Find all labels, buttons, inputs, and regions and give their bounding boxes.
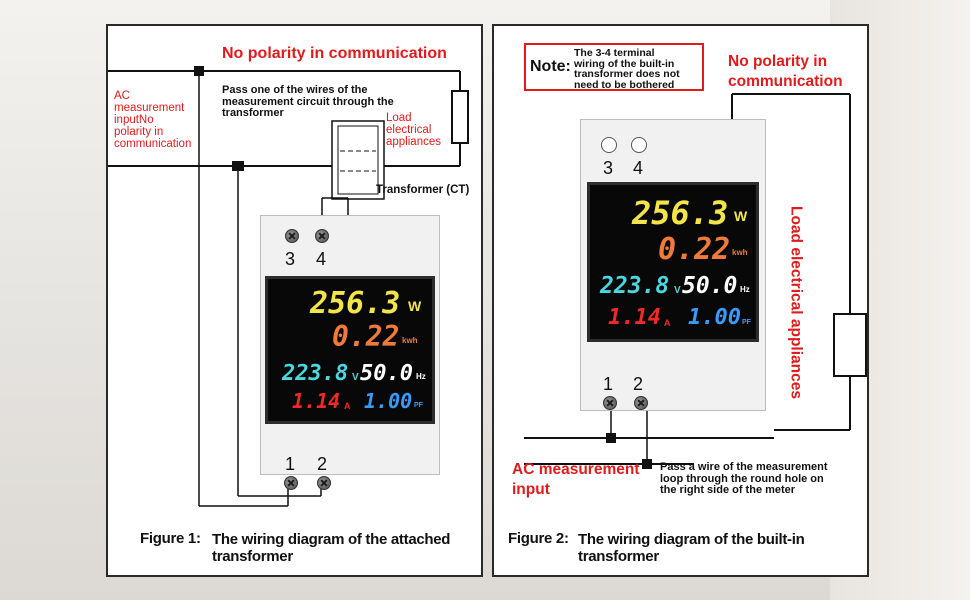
fig2-load-label: Load electrical appliances <box>787 206 805 399</box>
fig2-pass-wire-note: Pass a wire of the measurement loop thro… <box>660 461 828 497</box>
fig2-frequency-value: 50.0 <box>682 273 738 299</box>
fig2-junction-top <box>606 433 616 443</box>
fig1-ac-line-3: inputNo <box>114 114 154 126</box>
terminal-3-hole <box>601 137 617 153</box>
fig1-pass-line-3: transformer <box>222 107 284 119</box>
fig2-note-line-3: transformer does not <box>574 68 680 80</box>
fig2-title-line-2: communication <box>728 73 843 90</box>
fig1-transformer-label: Transformer (CT) <box>376 184 470 196</box>
voltage-value: 223.8 <box>282 361 349 386</box>
fig1-load-line-1: Load <box>386 112 412 124</box>
fig2-pf-value: 1.00 <box>688 305 741 330</box>
fig2-current-unit: A <box>664 318 671 328</box>
fig2-terminal-1-label: 1 <box>603 374 614 394</box>
figure-2-panel: Note: The 3-4 terminal wiring of the bui… <box>492 24 869 577</box>
fig2-frequency-unit: Hz <box>740 285 750 294</box>
fig2-energy-value: 0.22 <box>658 232 731 267</box>
fig2-caption: The wiring diagram of the built-in trans… <box>578 531 805 565</box>
fig2-meter: 3 4 256.3 W 0.22 kwh 223.8 V 50.0 Hz 1.1… <box>580 119 766 411</box>
fig1-ac-line-1: AC <box>114 90 130 102</box>
fig1-load-label: Load electrical appliances <box>386 112 441 148</box>
fig2-display: 256.3 W 0.22 kwh 223.8 V 50.0 Hz 1.14 A … <box>587 182 759 342</box>
terminal-2-label: 2 <box>317 454 328 474</box>
fig2-terminal-4-label: 4 <box>633 158 644 178</box>
energy-unit: kwh <box>402 336 418 345</box>
current-value: 1.14 <box>292 389 341 413</box>
fig1-pass-line-2: measurement circuit through the <box>222 95 394 108</box>
fig2-pass-line-2: loop through the round hole on <box>660 472 824 485</box>
terminal-1-screw <box>284 476 298 490</box>
fig2-caption-line-2: transformer <box>578 548 659 565</box>
load-resistor <box>451 90 469 144</box>
fig2-terminal-2-screw <box>634 396 648 410</box>
fig2-voltage-unit: V <box>674 285 681 296</box>
fig2-junction-bottom <box>642 459 652 469</box>
pf-unit: PF <box>414 402 423 409</box>
fig1-load-line-2: electrical <box>386 124 432 136</box>
junction-top <box>194 66 204 76</box>
junction-bottom <box>232 161 244 171</box>
current-unit: A <box>344 401 351 411</box>
fig2-title: No polarity in communication <box>728 52 843 92</box>
fig2-note-box: Note: The 3-4 terminal wiring of the bui… <box>524 43 704 91</box>
fig1-display: 256.3 W 0.22 kwh 223.8 V 50.0 Hz 1.14 A … <box>265 276 435 424</box>
fig1-pass-line-1: Pass one of the wires of the <box>222 84 368 96</box>
frequency-unit: Hz <box>416 372 426 381</box>
fig2-pass-line-1: Pass a wire of the measurement <box>660 461 828 473</box>
terminal-2-screw <box>317 476 331 490</box>
fig2-current-value: 1.14 <box>608 305 661 330</box>
fig1-caption-prefix: Figure 1: <box>140 530 201 547</box>
fig2-note-line-1: The 3-4 terminal <box>574 47 655 59</box>
terminal-3-label: 3 <box>285 249 296 269</box>
power-unit: W <box>408 298 422 314</box>
terminal-4-hole <box>631 137 647 153</box>
fig1-load-line-3: appliances <box>386 136 441 148</box>
fig2-caption-line-1: The wiring diagram of the built-in <box>578 531 805 548</box>
fig2-ac-line-2: input <box>512 481 550 498</box>
fig2-power-unit: W <box>734 208 748 224</box>
fig2-ac-label: AC measurement input <box>512 460 640 500</box>
fig2-terminal-1-screw <box>603 396 617 410</box>
fig1-pass-wire-note: Pass one of the wires of the measurement… <box>222 84 394 120</box>
terminal-4-label: 4 <box>316 249 327 269</box>
fig2-note-line-2: wiring of the built-in <box>574 57 675 70</box>
fig1-caption-line-2: transformer <box>212 548 293 565</box>
fig2-note-line-4: need to be bothered <box>574 78 675 91</box>
fig1-ac-label: AC measurement inputNo polarity in commu… <box>114 90 191 150</box>
fig2-title-line-1: No polarity in <box>728 53 828 70</box>
fig2-note-label: Note: <box>530 58 571 75</box>
fig1-ac-line-5: communication <box>114 138 192 150</box>
fig1-caption: The wiring diagram of the attached trans… <box>212 531 450 565</box>
terminal-4-screw <box>315 229 329 243</box>
power-value: 256.3 <box>310 286 401 321</box>
fig2-ac-line-1: AC measurement <box>512 461 640 478</box>
current-transformer <box>331 120 385 200</box>
terminal-1-label: 1 <box>285 454 296 474</box>
fig2-power-value: 256.3 <box>632 194 729 232</box>
terminal-3-screw <box>285 229 299 243</box>
fig2-note-text: The 3-4 terminal wiring of the built-in … <box>574 48 680 90</box>
fig2-load-resistor <box>833 313 867 377</box>
fig1-meter: 3 4 256.3 W 0.22 kwh 223.8 V 50.0 Hz 1.1… <box>260 215 440 475</box>
frequency-value: 50.0 <box>360 361 413 386</box>
fig2-energy-unit: kwh <box>732 248 748 257</box>
fig1-ac-line-2: measurement <box>114 102 185 114</box>
energy-value: 0.22 <box>332 320 400 353</box>
pf-value: 1.00 <box>364 389 413 413</box>
figure-1-panel: No polarity in communication AC measurem… <box>106 24 483 577</box>
fig2-pf-unit: PF <box>742 319 751 326</box>
figure-2-wiring <box>524 93 867 469</box>
fig2-pass-line-3: the right side of the meter <box>660 484 796 496</box>
fig2-terminal-2-label: 2 <box>633 374 644 394</box>
voltage-unit: V <box>352 372 359 383</box>
fig1-title: No polarity in communication <box>222 45 447 62</box>
figure-1-wiring <box>108 66 469 507</box>
fig2-terminal-3-label: 3 <box>603 158 614 178</box>
fig2-caption-prefix: Figure 2: <box>508 530 569 547</box>
fig1-caption-line-1: The wiring diagram of the attached <box>212 531 451 548</box>
fig1-ac-line-4: polarity in <box>114 126 164 138</box>
fig2-voltage-value: 223.8 <box>600 273 670 299</box>
